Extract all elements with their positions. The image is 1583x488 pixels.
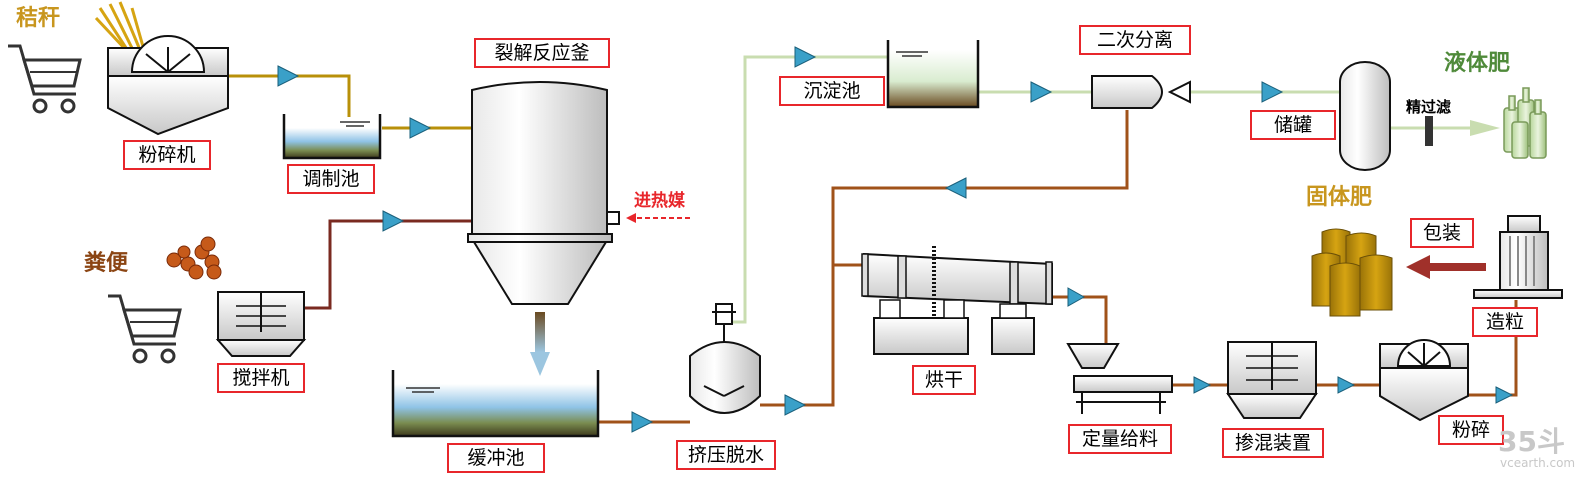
label-blending-device: 掺混装置: [1222, 428, 1324, 458]
input-manure-title: 粪便: [84, 251, 129, 276]
flow-arrow: [409, 117, 432, 139]
granulator-machine: [1473, 215, 1563, 299]
press-dewatering-machine: [689, 303, 761, 414]
pipe-press-to-dryer: [760, 110, 1129, 407]
liquid-fertilizer-bottles-icon: [1503, 87, 1547, 159]
label-packaging: 包装: [1410, 218, 1474, 248]
fine-filter: [1425, 116, 1500, 146]
product-solid-title: 固体肥: [1306, 185, 1373, 210]
storage-tank: [1339, 61, 1391, 171]
cracking-reactor-vessel: [467, 81, 690, 305]
flow-arrow: [1261, 81, 1284, 103]
flow-arrow: [277, 65, 300, 87]
watermark-logo: 35斗: [1498, 425, 1565, 458]
label-mixer: 搅拌机: [217, 363, 305, 393]
cart-icon: [8, 44, 82, 114]
label-settling-tank: 沉淀池: [779, 76, 885, 106]
conditioning-tank: [282, 114, 382, 160]
flow-arrow: [382, 210, 405, 232]
pipe-dryer-to-feeder: [1052, 295, 1108, 345]
label-grinding: 粉碎: [1438, 415, 1504, 445]
label-buffer-tank: 缓冲池: [447, 443, 545, 473]
flow-arrow: [784, 394, 807, 416]
buffer-tank: [391, 370, 600, 438]
label-storage-tank: 储罐: [1250, 110, 1336, 140]
solid-fertilizer-bags-icon: [1311, 228, 1393, 317]
label-dryer: 烘干: [912, 365, 976, 395]
settling-tank: [886, 40, 980, 109]
mixer-machine: [215, 291, 307, 357]
secondary-separator: [1091, 75, 1191, 109]
flow-arrow: [1495, 386, 1514, 404]
crusher-machine: [107, 35, 229, 136]
label-secondary-separation: 二次分离: [1079, 25, 1191, 55]
label-press-dewatering: 挤压脱水: [676, 440, 776, 470]
product-liquid-title: 液体肥: [1444, 51, 1511, 76]
label-crusher: 粉碎机: [123, 140, 211, 170]
watermark-url: vcearth.com: [1500, 456, 1576, 470]
flow-arrow: [944, 177, 967, 199]
manure-pipe-mixer-to-reactor: [304, 219, 472, 310]
label-granulation: 造粒: [1472, 307, 1538, 337]
flow-arrow: [1337, 376, 1356, 394]
straw-icon: [94, 1, 146, 55]
flow-arrow: [1030, 81, 1053, 103]
flow-arrows: [277, 46, 1514, 433]
heat-medium-in-label: 进热媒: [634, 191, 685, 211]
label-cracking-reactor: 裂解反应釜: [474, 38, 610, 68]
quantitative-feeder: [1066, 343, 1173, 414]
cart-icon: [108, 294, 182, 364]
discharge-arrow: [530, 312, 550, 376]
liquid-pipe-press-to-settling: [725, 55, 888, 324]
manure-icon: [166, 236, 222, 280]
flow-arrow: [1067, 287, 1086, 307]
packaging-arrow: [1406, 255, 1486, 279]
blending-device: [1226, 341, 1318, 419]
rotary-dryer: [861, 246, 1053, 355]
input-straw-title: 秸秆: [16, 6, 61, 31]
label-conditioning-tank: 调制池: [287, 164, 375, 194]
flow-arrow: [794, 46, 817, 68]
flow-arrow: [631, 411, 654, 433]
label-quantitative-feeding: 定量给料: [1068, 424, 1172, 454]
flow-arrow: [1193, 376, 1212, 394]
fine-filtration-label: 精过滤: [1406, 98, 1452, 116]
grinder-machine: [1379, 339, 1469, 422]
straw-pipe-crusher-to-tank: [228, 74, 351, 117]
